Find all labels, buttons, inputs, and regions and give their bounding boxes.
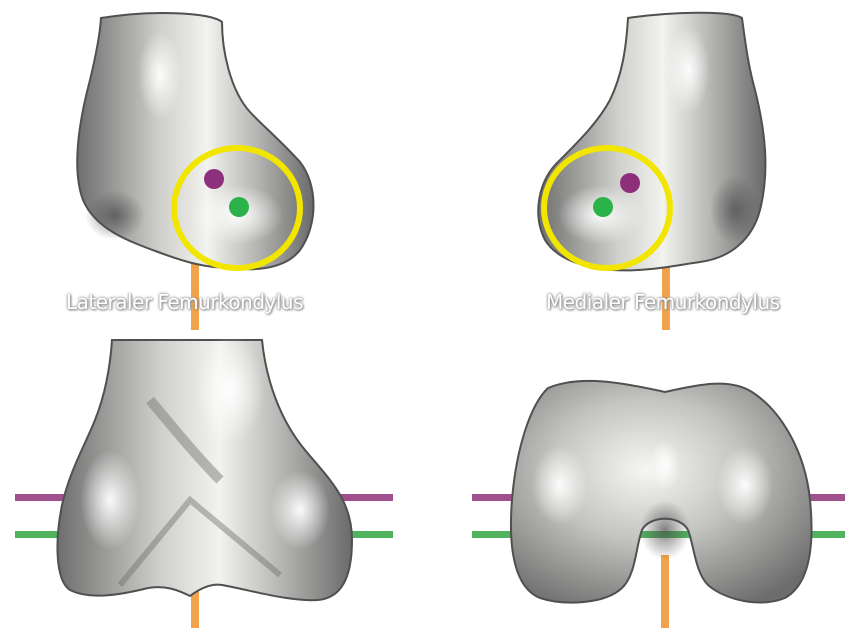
shading <box>195 335 265 445</box>
shading <box>270 470 330 550</box>
vertical-axis <box>661 555 669 628</box>
shading <box>650 440 680 490</box>
shading <box>717 445 773 525</box>
purple-point <box>204 169 224 189</box>
shading <box>80 450 140 550</box>
shading <box>640 500 690 560</box>
lateral-view <box>77 13 313 330</box>
caption-lateral-condyle: Lateraler Femurkondylus <box>66 290 303 314</box>
shading <box>85 190 145 240</box>
medial-view <box>538 13 765 330</box>
shading <box>710 175 760 245</box>
purple-point <box>620 173 640 193</box>
anterior-view <box>15 335 393 628</box>
posterior-view <box>472 381 845 628</box>
shading <box>666 25 710 115</box>
shading <box>138 30 182 120</box>
green-point <box>229 197 249 217</box>
shading <box>532 445 588 525</box>
green-point <box>593 197 613 217</box>
caption-medial-condyle: Medialer Femurkondylus <box>546 290 780 314</box>
